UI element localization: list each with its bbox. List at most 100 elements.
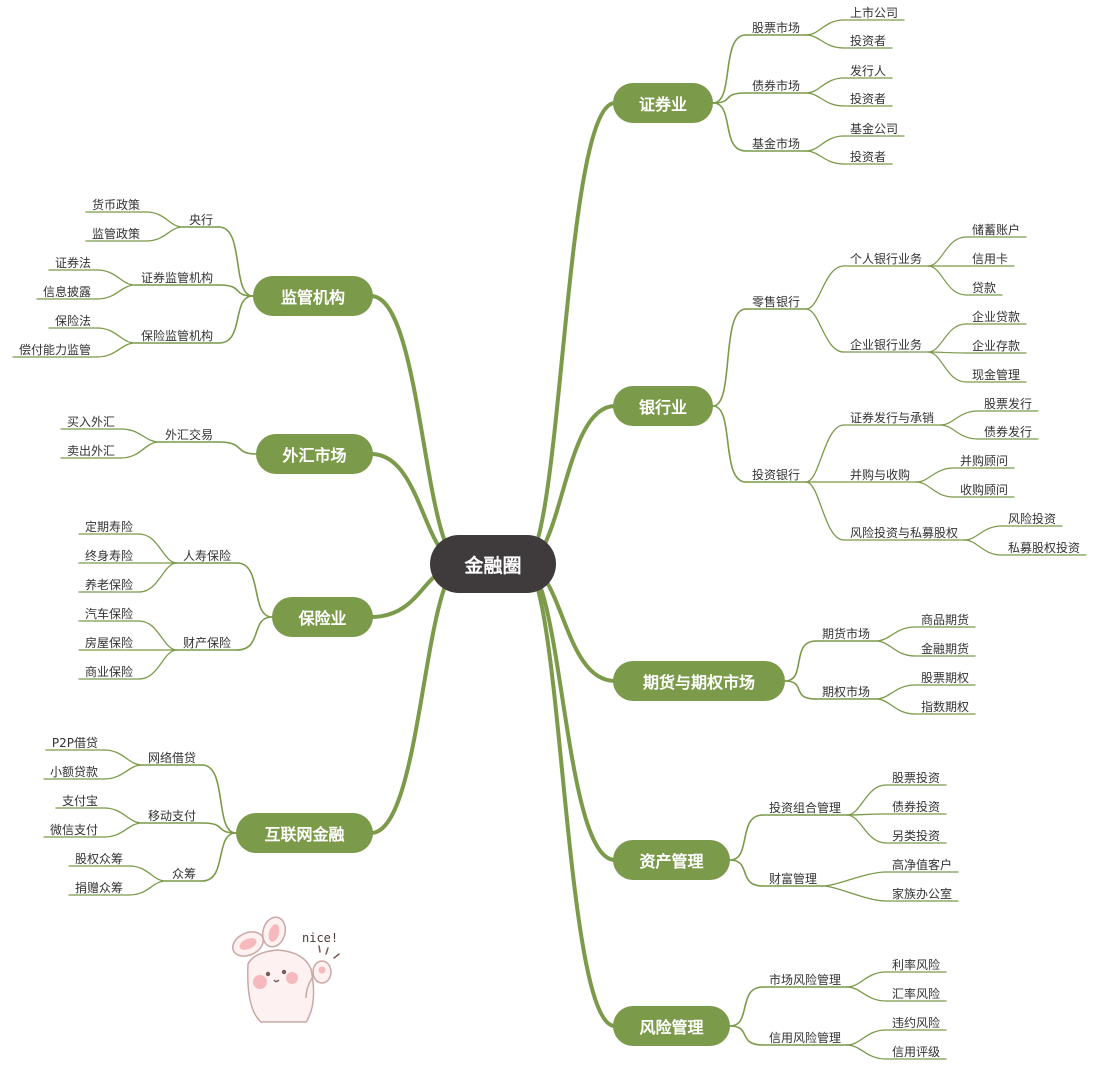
level2-node[interactable]: 捐赠众筹 [74,881,123,895]
level2-node[interactable]: 投资者 [850,150,887,164]
level3-node[interactable]: 贷款 [972,281,997,295]
level1-node[interactable]: 保险监管机构 [140,329,213,343]
level2-node[interactable]: 股票投资 [892,771,941,785]
level1-node[interactable]: 期货市场 [822,627,871,641]
level2-node[interactable]: 指数期权 [921,700,970,714]
connector-line [805,308,845,353]
level2-node[interactable]: 保险法 [54,314,91,328]
level3-node[interactable]: 私募股权投资 [1008,541,1081,555]
level2-node[interactable]: P2P借贷 [51,736,98,750]
level2-node[interactable]: 房屋保险 [84,636,133,650]
level2-node[interactable]: 养老保险 [84,578,133,592]
level1-node[interactable]: 基金市场 [752,137,801,151]
right-branch-4[interactable]: 风险管理 [613,1006,730,1046]
level2-node[interactable]: 支付宝 [61,794,98,808]
level3-node[interactable]: 债券发行 [984,425,1033,439]
level1-node[interactable]: 财产保险 [182,636,231,650]
level3-node[interactable]: 风险投资 [1008,512,1057,526]
level2-node[interactable]: 证券法 [54,256,91,270]
level1-node[interactable]: 零售银行 [752,295,801,309]
level1-node[interactable]: 投资银行 [752,468,801,482]
level2-node[interactable]: 家族办公室 [892,887,953,901]
level1-node[interactable]: 人寿保险 [182,549,231,563]
left-branch-1[interactable]: 外汇市场 [256,434,373,474]
level2-node[interactable]: 微信支付 [49,823,98,837]
level2-node[interactable]: 汇率风险 [892,987,941,1001]
connector-line [712,405,747,483]
level1-node[interactable]: 债券市场 [752,79,801,93]
level1-node[interactable]: 股票市场 [752,21,801,35]
level1-node[interactable]: 市场风险管理 [769,973,842,987]
level2-node[interactable]: 违约风险 [892,1016,941,1030]
level2-node[interactable]: 利率风险 [892,958,941,972]
level2-node[interactable]: 风险投资与私募股权 [850,526,959,540]
connector-line [712,34,747,104]
level3-node[interactable]: 股票发行 [984,397,1033,411]
level2-node[interactable]: 高净值客户 [892,858,953,872]
level3-node[interactable]: 并购顾问 [960,454,1009,468]
right-branch-1[interactable]: 银行业 [613,386,713,426]
connector-line [138,562,178,593]
level2-node[interactable]: 投资者 [850,34,887,48]
level3-node[interactable]: 企业存款 [972,339,1021,353]
level1-node[interactable]: 信用风险管理 [769,1031,842,1045]
level1-node[interactable]: 证券监管机构 [140,271,213,285]
connector-line [729,859,764,887]
level1-node[interactable]: 网络借贷 [147,751,196,765]
connector-line [805,77,845,94]
level2-node[interactable]: 股票期权 [921,671,970,685]
level3-node[interactable]: 现金管理 [972,368,1021,382]
level1-node[interactable]: 外汇交易 [164,428,213,442]
level2-node[interactable]: 企业银行业务 [850,338,923,352]
level2-node[interactable]: 信用评级 [892,1045,941,1059]
level2-node[interactable]: 定期寿险 [84,520,133,534]
level2-node[interactable]: 卖出外汇 [66,444,115,458]
level3-node[interactable]: 收购顾问 [960,483,1009,497]
level1-node[interactable]: 财富管理 [769,872,818,886]
level2-node[interactable]: 发行人 [850,64,887,78]
level3-node[interactable]: 企业贷款 [972,310,1021,324]
level2-node[interactable]: 商业保险 [84,665,133,679]
level2-node[interactable]: 个人银行业务 [850,252,923,266]
level3-node[interactable]: 储蓄账户 [972,223,1021,237]
right-branch-2[interactable]: 期货与期权市场 [613,661,785,701]
level2-node[interactable]: 债券投资 [892,800,941,814]
level3-node[interactable]: 信用卡 [972,252,1009,266]
level2-node[interactable]: 另类投资 [892,829,941,843]
level2-node[interactable]: 信息披露 [42,285,91,299]
level2-node[interactable]: 商品期货 [921,613,970,627]
left-branch-3[interactable]: 互联网金融 [236,813,373,853]
right-branch-3[interactable]: 资产管理 [613,840,730,880]
level2-node[interactable]: 并购与收购 [850,468,911,482]
right-branch-0[interactable]: 证券业 [613,83,713,123]
level2-node[interactable]: 金融期货 [921,642,970,656]
connector-line [96,342,136,358]
level2-node[interactable]: 基金公司 [850,122,899,136]
level2-node[interactable]: 上市公司 [850,6,899,20]
level1-node[interactable]: 移动支付 [147,809,196,823]
level1-node[interactable]: 投资组合管理 [769,801,842,815]
level2-node[interactable]: 证券发行与承销 [850,411,935,425]
level2-node[interactable]: 小额贷款 [49,765,98,779]
level2-node[interactable]: 股权众筹 [74,852,123,866]
connector-line [822,871,887,887]
level2-node[interactable]: 终身寿险 [84,549,133,563]
connector-line [805,481,845,541]
connector-line [875,698,916,715]
connector-line [915,467,955,483]
level2-node[interactable]: 货币政策 [91,198,140,212]
level2-node[interactable]: 监管政策 [91,227,140,241]
connector-line [875,626,916,642]
level2-node[interactable]: 买入外汇 [66,415,115,429]
level2-node[interactable]: 偿付能力监管 [18,343,91,357]
level2-node[interactable]: 汽车保险 [84,607,133,621]
connector-line [218,226,254,297]
level2-node[interactable]: 投资者 [850,92,887,106]
level1-node[interactable]: 期权市场 [822,685,871,699]
left-branch-2[interactable]: 保险业 [272,597,373,637]
left-branch-0[interactable]: 监管机构 [253,276,373,316]
root-node[interactable]: 金融圈 [430,535,556,593]
level1-node[interactable]: 众筹 [171,867,196,881]
level1-node[interactable]: 央行 [188,213,213,227]
